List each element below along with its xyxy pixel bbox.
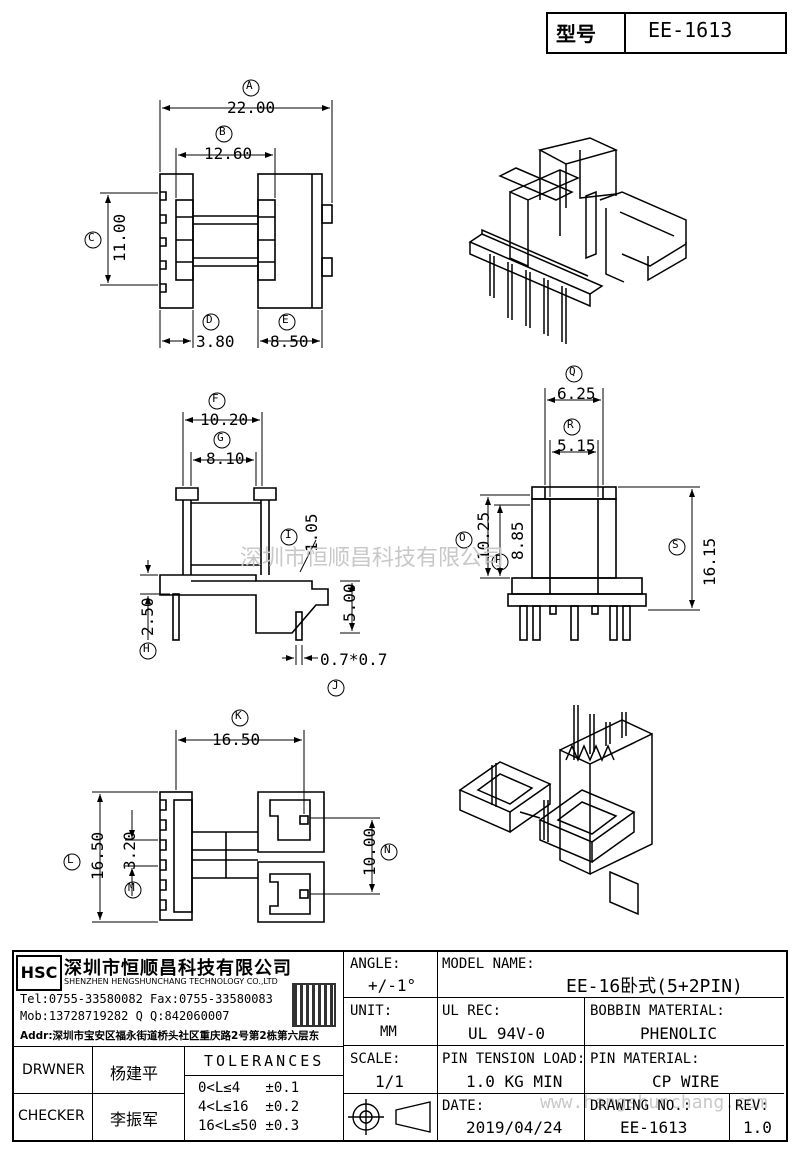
dim-p-value: 8.85 [508, 521, 527, 560]
ref-letter-p: P [495, 553, 502, 566]
tb-vline-6 [184, 1046, 185, 1140]
ref-letter-m: M [128, 881, 135, 894]
bobbin-material-label: BOBBIN MATERIAL: [590, 1003, 725, 1019]
ul-rec-label: UL REC: [442, 1003, 502, 1019]
dim-five-value: 5.00 [340, 583, 359, 622]
ref-letter-o: O [459, 531, 466, 544]
side-view [140, 412, 360, 665]
pin-material-value: CP WIRE [652, 1072, 720, 1091]
ref-letter-n: N [384, 843, 391, 856]
watermark-bottom: www.hengshunchang.com [540, 1092, 768, 1113]
tol-row-3: 16<L≤50 ±0.3 [198, 1118, 300, 1134]
angle-value: +/-1° [368, 976, 417, 995]
dim-q-value: 6.25 [557, 384, 596, 403]
technical-drawing [63, 79, 700, 923]
company-addr: Addr:深圳市宝安区福永街道桥头社区重庆路2号第2栋第六层东 [20, 1030, 320, 1042]
ref-letter-g: G [217, 431, 224, 444]
angle-label: ANGLE: [350, 956, 401, 972]
dim-r-value: 5.15 [557, 436, 596, 455]
model-header-value: EE-1613 [648, 18, 733, 42]
bobbin-material-value: PHENOLIC [640, 1024, 718, 1043]
model-header-divider [624, 12, 626, 52]
model-name-value: EE-16卧式(5+2PIN) [566, 976, 743, 997]
qr-code [292, 983, 336, 1027]
drawing-no-value: EE-1613 [620, 1118, 688, 1137]
rev-value: 1.0 [743, 1118, 772, 1137]
drawer-value: 杨建平 [110, 1064, 159, 1083]
tol-row-1: 0<L≤4 ±0.1 [198, 1080, 300, 1096]
tb-vline-4 [729, 1093, 730, 1140]
rev-label: REV: [735, 1098, 769, 1114]
iso-view-bottom [458, 705, 653, 916]
tb-vline-5 [92, 1046, 93, 1140]
watermark-center: 深圳市恒顺昌科技有限公司 [240, 546, 505, 571]
dim-f-value: 10.20 [200, 410, 249, 429]
ref-letter-r: R [567, 418, 574, 431]
company-logo: HSC [16, 955, 62, 991]
dim-c-value: 11.00 [110, 213, 129, 262]
checker-value: 李振军 [110, 1110, 159, 1129]
ul-rec-value: UL 94V-0 [468, 1024, 546, 1043]
model-header-box [546, 12, 787, 54]
drawing-no-label: DRAWING NO.: [590, 1098, 692, 1114]
front-view [480, 388, 700, 641]
tb-hline-3 [343, 1093, 784, 1094]
company-name-en: SHENZHEN HENGSHUNCHANG TECHNOLOGY CO.,LT… [64, 977, 278, 986]
unit-value: MM [380, 1024, 397, 1040]
dim-g-value: 8.10 [206, 449, 245, 468]
ref-letter-f: F [212, 392, 219, 405]
tb-hline-1 [343, 997, 784, 998]
ref-letter-j: J [332, 679, 339, 692]
ref-letter-h: H [143, 642, 150, 655]
dim-m-value: 3.20 [120, 831, 139, 870]
pin-tension-label: PIN TENSION LOAD: [442, 1051, 586, 1067]
model-name-label: MODEL NAME: [442, 956, 535, 972]
dim-l-value: 16.50 [88, 831, 107, 880]
ref-letter-q: Q [569, 365, 576, 378]
pin-tension-value: 1.0 KG MIN [466, 1072, 563, 1091]
drawer-label: DRWNER [22, 1062, 85, 1078]
checker-label: CHECKER [18, 1108, 85, 1124]
top-view [100, 100, 333, 348]
date-label: DATE: [442, 1098, 485, 1114]
ref-letter-d: D [206, 313, 213, 326]
tb-vline-3 [584, 997, 585, 1140]
dim-a-value: 22.00 [227, 98, 276, 117]
pin-material-label: PIN MATERIAL: [590, 1051, 700, 1067]
bottom-view [92, 730, 380, 923]
ref-letter-a: A [246, 79, 253, 92]
scale-value: 1/1 [375, 1072, 404, 1091]
ref-letter-l: L [67, 853, 74, 866]
dim-h-value: 2.50 [138, 597, 157, 636]
ref-letter-s: S [672, 538, 679, 551]
dim-e-value: 8.50 [270, 332, 309, 351]
dim-s-value: 16.15 [700, 537, 719, 586]
dim-k-value: 16.50 [212, 730, 261, 749]
company-name-cn: 深圳市恒顺昌科技有限公司 [64, 958, 292, 979]
scale-label: SCALE: [350, 1051, 401, 1067]
tb-hline-6 [184, 1075, 343, 1076]
tb-hline-5 [12, 1093, 184, 1094]
company-tel: Tel:0755-33580082 Fax:0755-33580083 [20, 992, 273, 1006]
dim-b-value: 12.60 [204, 144, 253, 163]
projection-symbol-icon [348, 1099, 431, 1135]
ref-letter-b: B [219, 125, 226, 138]
ref-letter-c: C [88, 231, 95, 244]
ref-circles [63, 79, 686, 899]
date-value: 2019/04/24 [466, 1118, 563, 1137]
ref-letter-k: K [235, 709, 242, 722]
dim-d-value: 3.80 [196, 332, 235, 351]
ref-letter-e: E [282, 313, 289, 326]
model-header-label: 型号 [556, 22, 596, 46]
tolerances-label: TOLERANCES [204, 1052, 325, 1070]
dim-n-value: 10.00 [360, 827, 379, 876]
ref-letter-i: I [285, 528, 292, 541]
tol-row-2: 4<L≤16 ±0.2 [198, 1099, 300, 1115]
unit-label: UNIT: [350, 1003, 393, 1019]
company-mob: Mob:13728719282 Q Q:842060007 [20, 1009, 230, 1023]
iso-view-top [468, 137, 687, 344]
tb-hline-2 [343, 1045, 784, 1046]
dim-j-value: 0.7*0.7 [320, 650, 388, 669]
tb-hline-4 [12, 1046, 343, 1047]
